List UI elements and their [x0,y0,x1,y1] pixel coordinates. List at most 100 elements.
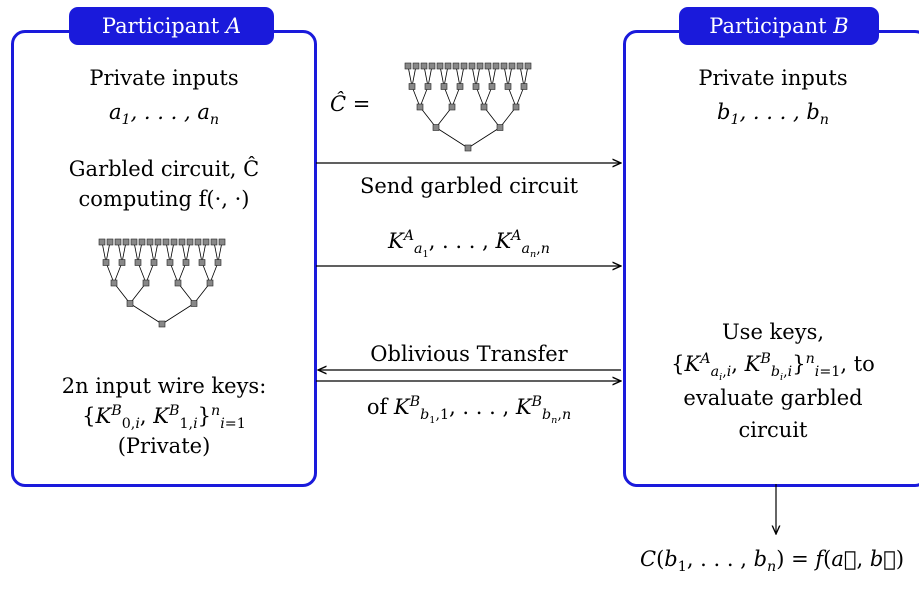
circuit-gate [178,238,186,246]
circuit-wire [181,241,187,263]
participant-b-box [623,30,919,487]
circuit-gate [448,103,456,111]
circuit-wire [411,65,417,87]
circuit-gate [170,238,178,246]
a-keys-line1: 2n input wire keys: [61,374,267,398]
circuit-wire [197,241,203,263]
circuit-gate [126,300,134,307]
circuit-gate [206,279,214,287]
circuit-wire [129,303,163,325]
circuit-wire [101,241,107,263]
circuit-gate [508,62,516,70]
circuit-wire [161,303,195,325]
circuit-gate [464,144,472,152]
circuit-wire [121,241,127,263]
circuit-wire [201,262,211,284]
circuit-wire [419,106,437,128]
circuit-wire [475,86,485,108]
circuit-wire [507,86,517,108]
circuit-wire [507,65,513,87]
circuit-gate [420,62,428,70]
circuit-gate [102,259,110,266]
circuit-wire [455,65,461,87]
circuit-gate [202,238,210,246]
circuit-wire [491,65,497,87]
circuit-gate [432,124,440,131]
circuit-wire [129,282,147,304]
b-use-keys-line3: evaluate garbled [683,386,863,410]
circuit-gate [468,62,476,70]
circuit-gate [424,83,432,90]
circuit-gate [214,259,222,266]
circuit-wire [149,241,155,263]
circuit-gate [516,62,524,70]
circuit-gate [408,83,416,90]
circuit-gate [444,62,452,70]
circuit-wire [185,241,191,263]
circuit-gate [436,62,444,70]
circuit-wire [169,262,179,284]
circuit-wire [443,86,453,108]
garbled-circuit-icon-left [98,238,226,328]
send-circuit-label: Send garbled circuit [359,174,579,198]
ot-line2: of KBb1,1, . . . , KBbn,n [366,394,572,427]
a-keys-line3: (Private) [117,434,211,458]
b-private-inputs-label: Private inputs [698,66,848,90]
circuit-gate [186,238,194,246]
circuit-wire [201,241,207,263]
circuit-gate [488,83,496,90]
circuit-gate [198,259,206,266]
circuit-wire [209,262,219,284]
circuit-gate [456,83,464,90]
circuit-wire [439,65,445,87]
circuit-wire [177,282,195,304]
circuit-wire [133,241,139,263]
a-garbled-circuit-line2: computing f(·, ·) [78,187,250,211]
circuit-wire [427,65,433,87]
circuit-wire [419,86,429,108]
circuit-wire [483,86,493,108]
b-use-keys-line2: {KAai,i, KBbi,i}ni=1, to [671,351,875,384]
b-use-keys-line1: Use keys, [721,320,825,344]
circuit-wire [113,282,131,304]
circuit-gate [110,279,118,287]
circuit-gate [154,238,162,246]
circuit-gate [182,259,190,266]
circuit-wire [217,241,223,263]
circuit-wire [113,262,123,284]
circuit-gate [210,238,218,246]
circuit-gate [218,238,226,246]
participant-a-title-var: A [225,14,242,38]
circuit-wire [471,65,477,87]
circuit-wire [435,127,469,149]
output-formula: C(b1, . . . , bn) = f(a⃗, b⃗) [640,547,905,576]
circuit-wire [105,241,111,263]
circuit-gate [428,62,436,70]
circuit-wire [435,106,453,128]
participant-a-title-prefix: Participant [101,14,226,38]
circuit-gate [162,238,170,246]
circuit-wire [499,106,517,128]
circuit-wire [483,106,501,128]
circuit-gate [122,238,130,246]
circuit-wire [423,65,429,87]
circuit-wire [145,262,155,284]
circuit-gate [452,62,460,70]
circuit-gate [504,83,512,90]
circuit-wire [105,262,115,284]
circuit-gate [134,259,142,266]
circuit-gate [472,83,480,90]
circuit-gate [114,238,122,246]
circuit-gate [496,124,504,131]
circuit-gate [492,62,500,70]
circuit-gate [416,103,424,111]
a-private-inputs-values: a1, . . . , an [108,100,220,129]
circuit-wire [165,241,171,263]
circuit-gate [520,83,528,90]
circuit-gate [166,259,174,266]
circuit-wire [523,65,529,87]
garbled-circuit-icon-top [404,62,532,152]
circuit-gate [500,62,508,70]
b-use-keys-line4: circuit [738,418,808,442]
